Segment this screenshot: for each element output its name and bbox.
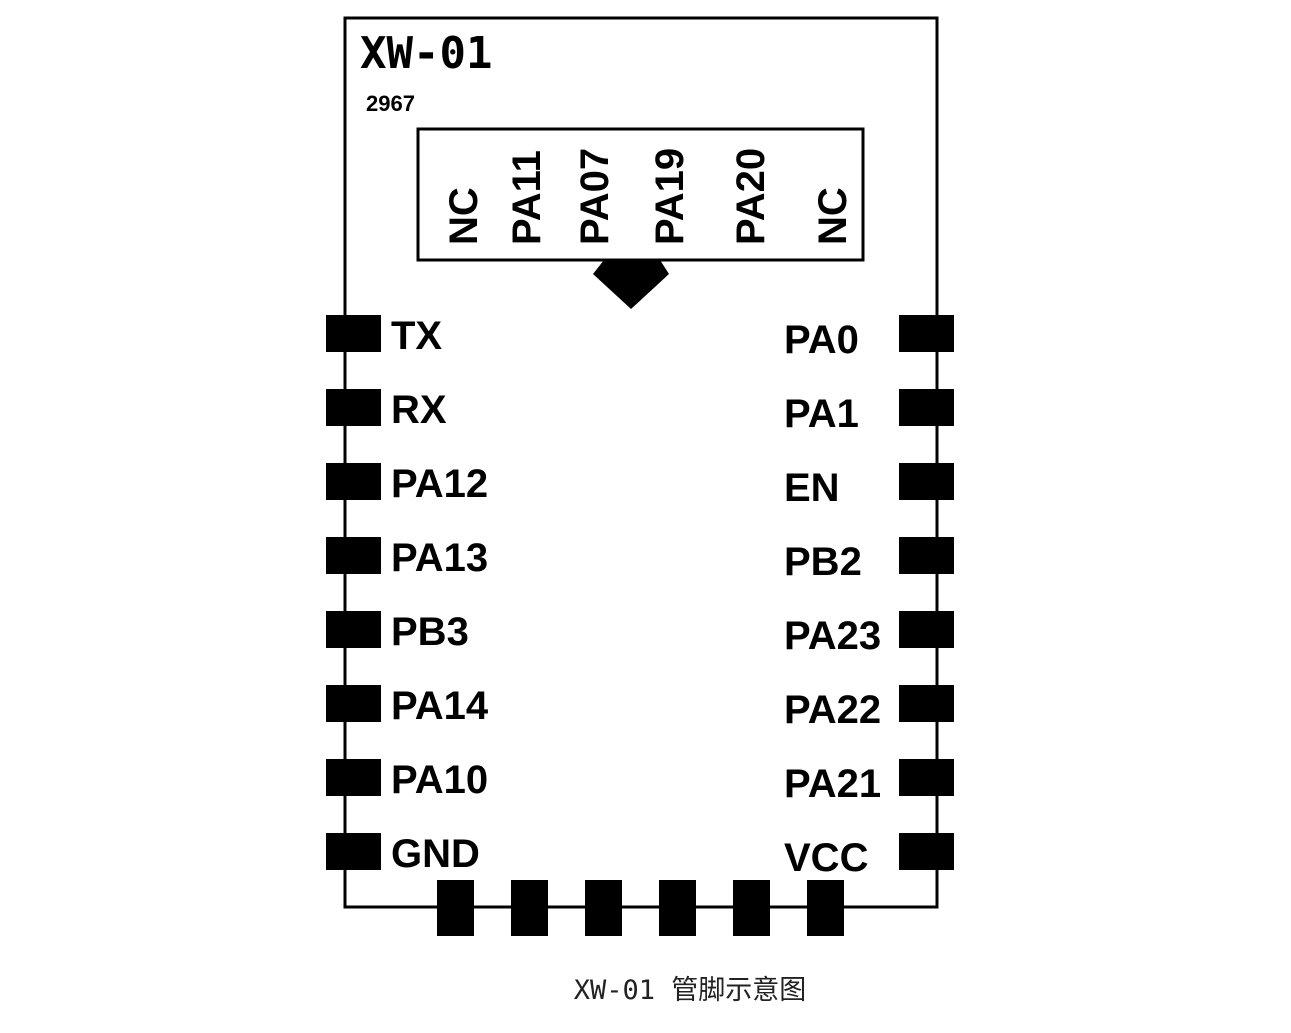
diagram-caption: XW-01 管脚示意图 xyxy=(574,975,807,1006)
right-pad xyxy=(899,537,954,574)
bottom-pad xyxy=(659,880,696,936)
right-pin-label: PA0 xyxy=(784,318,859,362)
top-pin-label: NC xyxy=(442,187,486,245)
bottom-pads xyxy=(437,880,844,936)
top-pin-labels: NC PA11 PA07 PA19 PA20 NC xyxy=(442,148,855,245)
right-pad xyxy=(899,389,954,426)
right-pad xyxy=(899,759,954,796)
left-pin-label: PA12 xyxy=(391,462,488,506)
left-pins: TX RX PA12 PA13 PB3 PA14 PA10 GND xyxy=(326,314,489,876)
right-pin-label: PA22 xyxy=(784,688,881,732)
left-pin-label: RX xyxy=(391,388,447,432)
left-pad xyxy=(326,833,381,870)
bottom-pad xyxy=(437,880,474,936)
right-pin-label: EN xyxy=(784,466,840,510)
left-pad xyxy=(326,685,381,722)
left-pad xyxy=(326,389,381,426)
left-pin-label: PA10 xyxy=(391,758,488,802)
bottom-pad xyxy=(585,880,622,936)
right-pad xyxy=(899,833,954,870)
right-pin-label: PA23 xyxy=(784,614,881,658)
right-pad xyxy=(899,315,954,352)
orientation-marker xyxy=(593,260,669,309)
right-pad xyxy=(899,611,954,648)
top-pin-label: PA20 xyxy=(729,148,773,245)
left-pin-label: TX xyxy=(391,314,442,358)
right-pin-label: PA21 xyxy=(784,762,881,806)
bottom-pad xyxy=(807,880,844,936)
bottom-pad xyxy=(511,880,548,936)
top-pin-label: PA11 xyxy=(505,150,549,245)
bottom-pad xyxy=(733,880,770,936)
left-pin-label: PA14 xyxy=(391,684,489,728)
left-pad xyxy=(326,611,381,648)
left-pin-label: PB3 xyxy=(391,610,469,654)
right-pins: PA0 PA1 EN PB2 PA23 PA22 PA21 VCC xyxy=(784,315,954,880)
left-pin-label: GND xyxy=(391,832,480,876)
left-pad xyxy=(326,537,381,574)
right-pad xyxy=(899,463,954,500)
module-code: 2967 xyxy=(366,91,415,116)
left-pin-label: PA13 xyxy=(391,536,488,580)
left-pad xyxy=(326,315,381,352)
right-pin-label: PA1 xyxy=(784,392,859,436)
top-pin-label: NC xyxy=(811,187,855,245)
module-name: XW-01 xyxy=(360,28,492,79)
top-pin-label: PA19 xyxy=(648,148,692,245)
right-pad xyxy=(899,685,954,722)
left-pad xyxy=(326,463,381,500)
top-pin-label: PA07 xyxy=(573,148,617,245)
right-pin-label: PB2 xyxy=(784,540,862,584)
right-pin-label: VCC xyxy=(784,836,868,880)
module-outline xyxy=(343,16,939,909)
left-pad xyxy=(326,759,381,796)
